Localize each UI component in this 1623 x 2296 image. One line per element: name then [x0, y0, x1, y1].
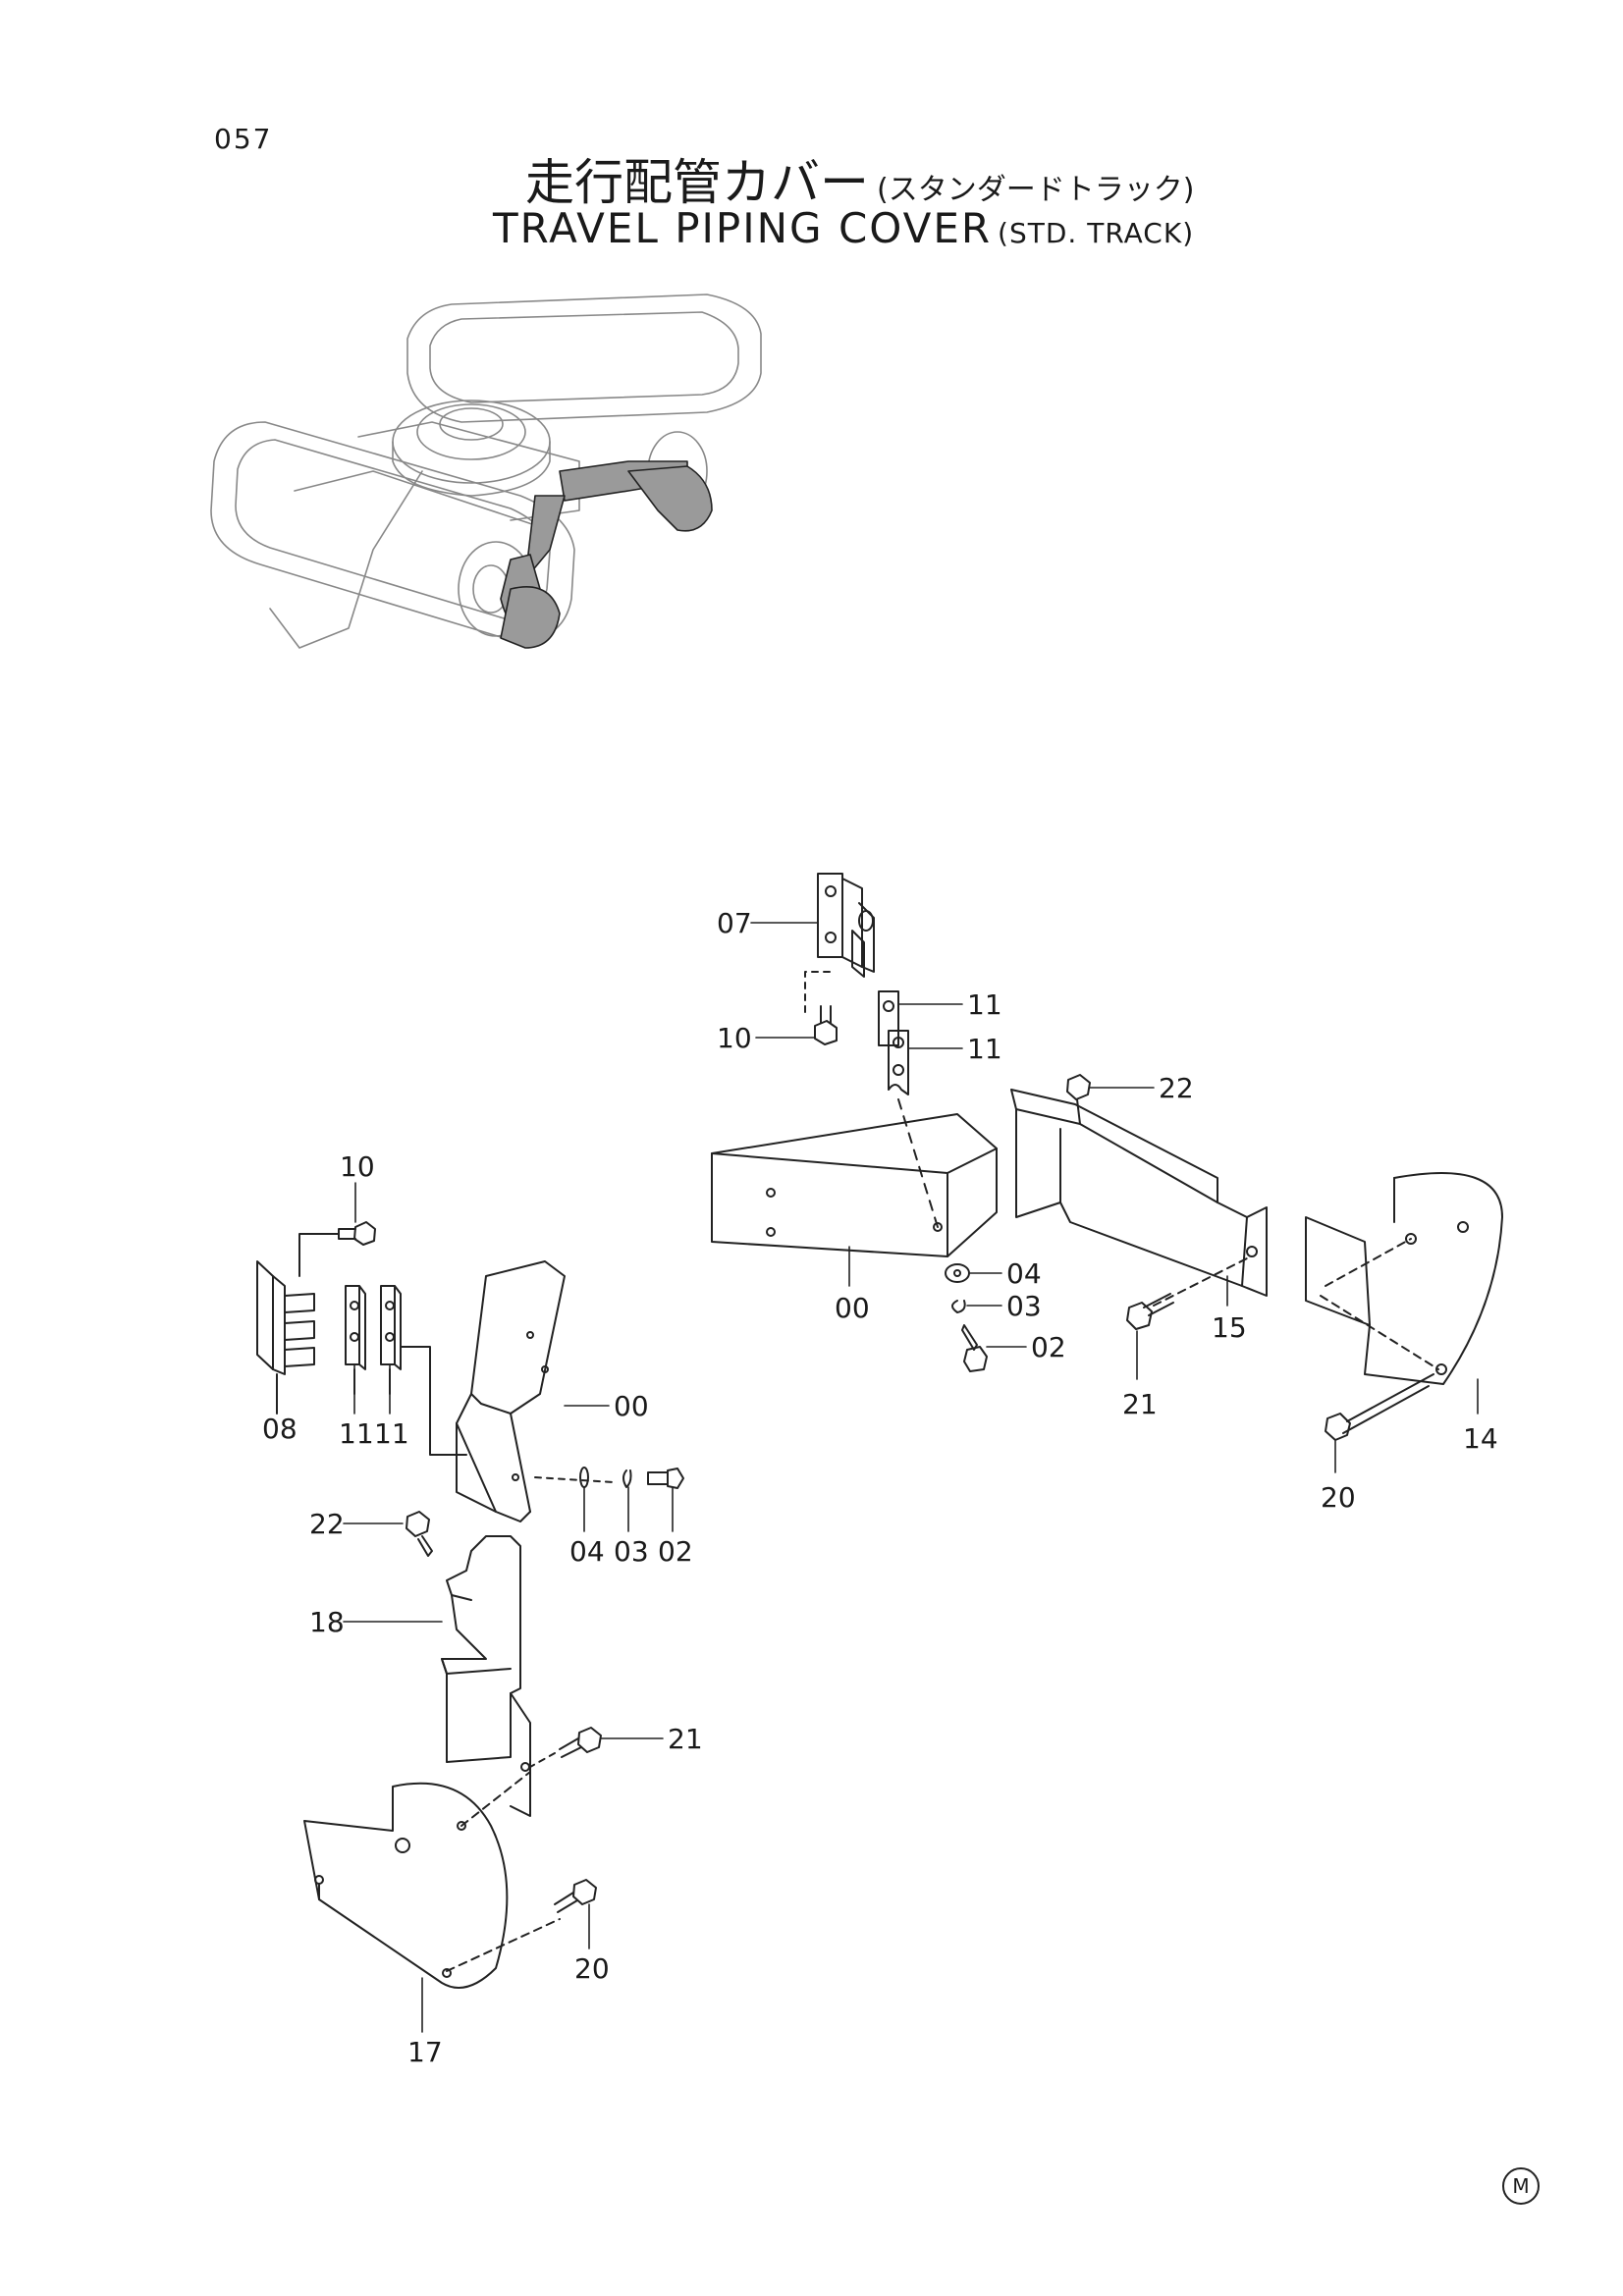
right-assembly [711, 873, 1503, 1441]
callout-22: 22 [1159, 1072, 1194, 1104]
title-en-sub: (STD. TRACK) [998, 217, 1195, 249]
callout-11: 11 [339, 1417, 374, 1450]
left-assembly [256, 1221, 684, 1989]
callout-04: 04 [1006, 1257, 1042, 1290]
callout-04: 04 [569, 1535, 605, 1568]
leader-lines [276, 922, 1479, 2033]
callout-20: 20 [574, 1952, 610, 1985]
callout-21: 21 [1122, 1388, 1158, 1420]
callout-18: 18 [309, 1606, 345, 1638]
callout-10: 10 [717, 1022, 752, 1054]
callout-15: 15 [1212, 1311, 1247, 1344]
callout-03: 03 [1006, 1290, 1042, 1322]
callout-17: 17 [407, 2036, 443, 2068]
title-jp-sub: (スタンダードトラック) [877, 173, 1195, 207]
maker-mark: M [1502, 2167, 1540, 2205]
callout-20: 20 [1321, 1481, 1356, 1514]
callout-22: 22 [309, 1508, 345, 1540]
callout-21: 21 [668, 1723, 703, 1755]
title-en-main: TRAVEL PIPING COVER [493, 204, 993, 252]
title-english: TRAVEL PIPING COVER(STD. TRACK) [493, 204, 1194, 252]
callout-labels: 07 10 11 11 22 00 04 03 02 15 21 14 20 1… [262, 907, 1498, 2068]
callout-11: 11 [374, 1417, 409, 1450]
callout-02: 02 [658, 1535, 693, 1568]
callout-11: 11 [967, 988, 1002, 1021]
callout-03: 03 [614, 1535, 649, 1568]
callout-02: 02 [1031, 1331, 1066, 1363]
title-japanese: 走行配管カバー(スタンダードトラック) [525, 143, 1194, 214]
callout-00: 00 [614, 1390, 649, 1422]
callout-07: 07 [717, 907, 752, 939]
callout-14: 14 [1463, 1422, 1498, 1455]
callout-00: 00 [835, 1292, 870, 1324]
callout-11: 11 [967, 1033, 1002, 1065]
highlighted-piping-cover [500, 460, 713, 649]
callout-10: 10 [340, 1150, 375, 1183]
page-number: 057 [214, 123, 273, 155]
callout-08: 08 [262, 1413, 298, 1445]
title-jp-main: 走行配管カバー [525, 154, 869, 211]
